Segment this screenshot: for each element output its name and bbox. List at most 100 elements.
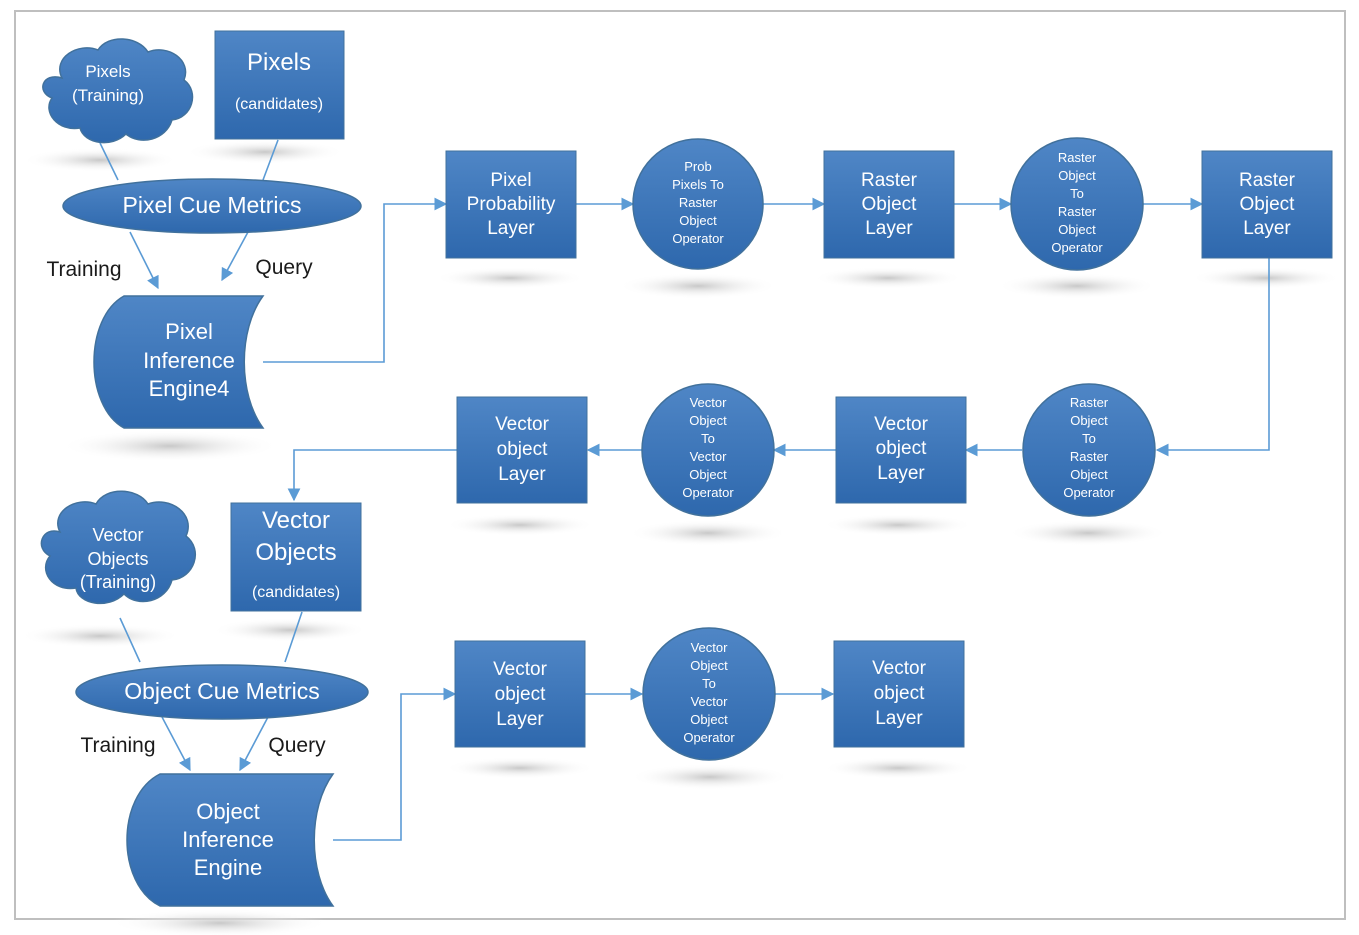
label-line: Operator: [683, 730, 735, 745]
label-line: Object: [679, 213, 717, 228]
label-line: Object: [862, 194, 918, 215]
label-line: Vector: [92, 525, 143, 545]
label-line: Raster: [1070, 449, 1109, 464]
svg-text:Pixels(Training): Pixels (Training): [72, 62, 144, 105]
label-line: Engine: [194, 855, 263, 880]
label-line: Layer: [498, 464, 546, 485]
label-line: Object Cue Metrics: [124, 678, 320, 704]
training-label-1: Training: [46, 258, 121, 281]
svg-text:(candidates): (candidates): [235, 96, 323, 113]
label-line: Object: [689, 467, 727, 482]
label-line: Operator: [1063, 485, 1115, 500]
connectors: [99, 139, 1270, 841]
label-line: Raster: [1070, 395, 1109, 410]
pixels-candidates-box: Pixels (candidates): [214, 30, 345, 140]
label-line: Layer: [865, 218, 913, 239]
label-line: Layer: [1243, 218, 1291, 239]
label-line: Layer: [875, 708, 923, 729]
label-line: Operator: [1051, 240, 1103, 255]
label-line: Operator: [672, 231, 724, 246]
label-line: object: [876, 438, 927, 459]
label-line: Vector: [691, 694, 729, 709]
label-line: object: [495, 684, 546, 705]
object-cue-metrics-ellipse: Object Cue Metrics: [75, 664, 369, 720]
query-label-2: Query: [268, 734, 326, 757]
label-line: Pixel: [165, 319, 213, 344]
shadows: [20, 140, 1341, 935]
label-line: Vector: [690, 449, 728, 464]
label-line: Vector: [493, 659, 548, 680]
label-line: Pixels: [85, 62, 130, 81]
label-line: Vector: [872, 658, 927, 679]
label-line: Raster: [1058, 150, 1097, 165]
label-line: Pixels: [247, 49, 311, 76]
query-label-1: Query: [255, 256, 313, 279]
label-line: Layer: [487, 218, 535, 239]
label-line: Object: [689, 413, 727, 428]
label-line: Object: [1070, 413, 1108, 428]
label-line: Object: [1240, 194, 1296, 215]
label-line: Vector: [874, 414, 929, 435]
label-line: Vector: [262, 507, 330, 534]
label-line: Vector: [691, 640, 729, 655]
label-line: object: [497, 439, 548, 460]
label-line: Objects: [255, 539, 336, 566]
pixels-training-cloud: Pixels (Training): [42, 38, 194, 144]
label-line: Raster: [861, 170, 918, 191]
label-line: Raster: [1239, 170, 1296, 191]
label-line: Vector: [495, 414, 550, 435]
label-line: (Training): [80, 572, 156, 592]
label-line: Raster: [1058, 204, 1097, 219]
label-line: Inference: [182, 827, 274, 852]
label-line: Layer: [496, 709, 544, 730]
label-line: (candidates): [235, 96, 323, 113]
label-line: Inference: [143, 348, 235, 373]
svg-text:Pixel Cue Metrics: Pixel Cue Metrics: [123, 192, 302, 218]
label-line: To: [1082, 431, 1096, 446]
pixel-cue-metrics-ellipse: Pixel Cue Metrics: [62, 178, 362, 234]
label-line: Engine4: [149, 376, 230, 401]
label-line: Object: [1058, 222, 1096, 237]
svg-text:Object Cue Metrics: Object Cue Metrics: [124, 678, 320, 704]
label-line: Layer: [877, 463, 925, 484]
label-line: Object: [690, 712, 728, 727]
label-line: Object: [1070, 467, 1108, 482]
label-line: To: [1070, 186, 1084, 201]
label-line: Object: [690, 658, 728, 673]
label-line: Object: [1058, 168, 1096, 183]
label-line: Vector: [690, 395, 728, 410]
svg-text:(candidates): (candidates): [252, 584, 340, 601]
label-line: (Training): [72, 86, 144, 105]
label-line: To: [701, 431, 715, 446]
label-line: Prob: [684, 159, 711, 174]
label-line: Probability: [467, 194, 556, 215]
label-line: Pixel Cue Metrics: [123, 192, 302, 218]
label-line: To: [702, 676, 716, 691]
